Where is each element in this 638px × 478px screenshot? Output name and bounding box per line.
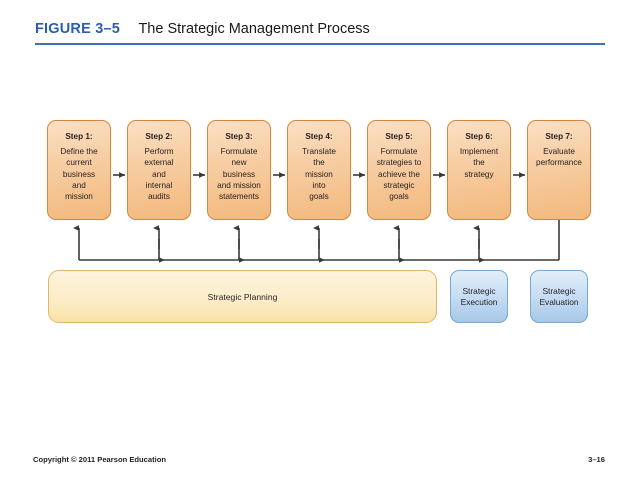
- step-3-body: Formulate new business and mission state…: [217, 147, 261, 202]
- strategic-evaluation-label: Strategic Evaluation: [539, 285, 579, 307]
- step-2-title: Step 2:: [145, 132, 173, 141]
- step-5-body: Formulate strategies to achieve the stra…: [376, 147, 422, 202]
- step-box-2[interactable]: Step 2: Perform external and internal au…: [127, 120, 191, 220]
- figure-header: FIGURE 3–5 The Strategic Management Proc…: [35, 20, 605, 48]
- strategic-execution-label: Strategic Execution: [460, 285, 498, 307]
- step-box-1[interactable]: Step 1: Define the current business and …: [47, 120, 111, 220]
- copyright-notice: Copyright © 2011 Pearson Education: [33, 455, 167, 464]
- page-number: 3–16: [588, 455, 605, 464]
- step-4-body: Translate the mission into goals: [302, 147, 336, 202]
- step-box-3[interactable]: Step 3: Formulate new business and missi…: [207, 120, 271, 220]
- header-divider: [35, 43, 605, 45]
- step-7-body: Evaluate performance: [536, 147, 582, 168]
- step-1-body: Define the current business and mission: [60, 147, 98, 202]
- step-7-title: Step 7:: [545, 132, 573, 141]
- figure-number-label: FIGURE 3–5: [35, 21, 120, 37]
- step-box-7[interactable]: Step 7: Evaluate performance: [527, 120, 591, 220]
- page-title: The Strategic Management Process: [138, 21, 370, 37]
- step-5-title: Step 5:: [385, 132, 413, 141]
- step-box-5[interactable]: Step 5: Formulate strategies to achieve …: [367, 120, 431, 220]
- strategic-planning-bar[interactable]: Strategic Planning: [48, 270, 437, 323]
- step-4-title: Step 4:: [305, 132, 333, 141]
- step-6-title: Step 6:: [465, 132, 493, 141]
- step-3-title: Step 3:: [225, 132, 253, 141]
- step-1-title: Step 1:: [65, 132, 93, 141]
- strategic-evaluation-box[interactable]: Strategic Evaluation: [530, 270, 588, 323]
- step-box-6[interactable]: Step 6: Implement the strategy: [447, 120, 511, 220]
- step-box-4[interactable]: Step 4: Translate the mission into goals: [287, 120, 351, 220]
- strategic-planning-label: Strategic Planning: [207, 291, 278, 302]
- step-6-body: Implement the strategy: [459, 147, 499, 179]
- strategic-execution-box[interactable]: Strategic Execution: [450, 270, 508, 323]
- step-2-body: Perform external and internal audits: [144, 147, 174, 202]
